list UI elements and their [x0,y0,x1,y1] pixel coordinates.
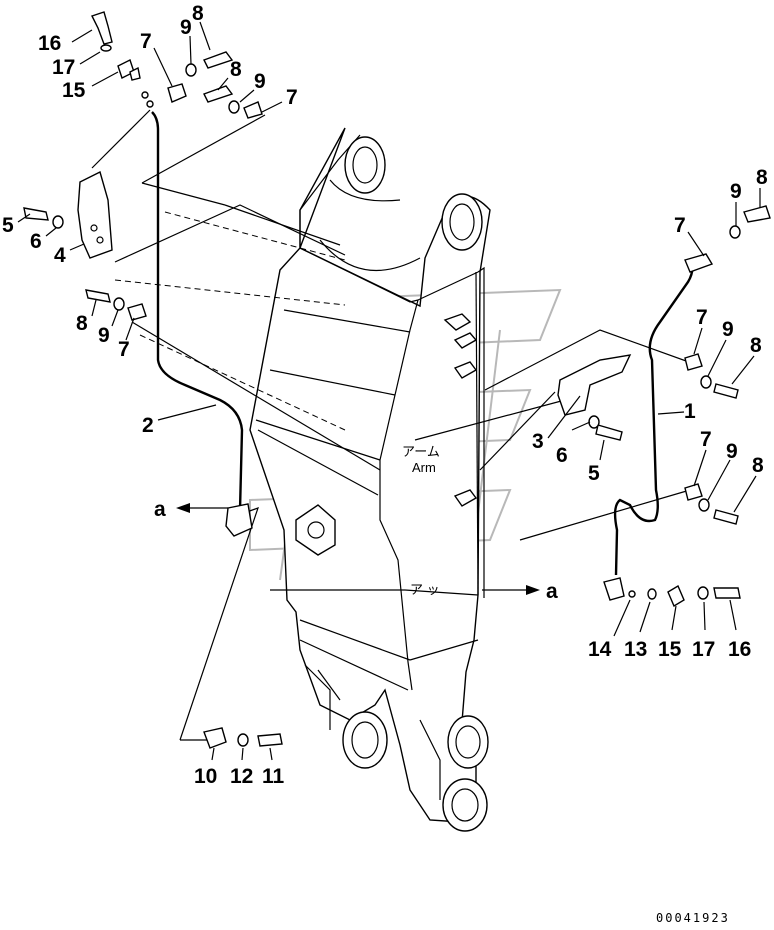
callout-8: 8 [230,58,242,81]
callout-5: 5 [588,462,600,485]
arm-label-english: Arm [412,460,436,475]
callout-17: 17 [52,56,75,79]
hardware-parts [23,11,771,749]
callout-9: 9 [730,180,742,203]
callout-9: 9 [722,318,734,341]
callout-9: 9 [98,324,110,347]
callout-7: 7 [696,306,708,329]
drawing-code: 00041923 [656,911,730,925]
callout-11: 11 [262,765,285,788]
section-arrows [176,503,540,595]
callout-8: 8 [756,166,768,189]
callout-9: 9 [254,70,266,93]
callout-4: 4 [54,244,66,267]
callout-9: 9 [726,440,738,463]
callout-12: 12 [230,765,253,788]
section-marker-right: a [546,580,558,603]
section-marker-left: a [154,498,166,521]
hose-1 [603,253,714,601]
bracket-3 [557,354,632,416]
callout-14: 14 [588,638,612,661]
leader-lines [91,109,701,741]
callout-16: 16 [728,638,751,661]
callout-15: 15 [62,79,86,102]
callout-6: 6 [30,230,42,253]
callout-9: 9 [180,16,192,39]
arm-label-japanese: アーム [402,444,440,459]
callout-leaders [17,21,761,761]
callout-17: 17 [692,638,715,661]
callout-8: 8 [76,312,88,335]
callout-8: 8 [750,334,762,357]
callout-numbers: 16 17 15 7 9 8 8 9 7 5 6 4 8 9 7 2 7 9 8… [2,2,768,788]
callout-7: 7 [140,30,152,53]
callout-3: 3 [532,430,544,453]
callout-7: 7 [674,214,686,237]
callout-5: 5 [2,214,14,237]
callout-7: 7 [700,428,712,451]
callout-1: 1 [684,400,696,423]
callout-6: 6 [556,444,568,467]
bracket-4 [77,170,113,259]
callout-7: 7 [286,86,298,109]
callout-15: 15 [658,638,682,661]
callout-16: 16 [38,32,61,55]
callout-2: 2 [142,414,154,437]
hose-2 [151,111,253,537]
arm-label: アーム Arm ア ッ [402,444,440,597]
callout-13: 13 [624,638,647,661]
callout-7: 7 [118,338,130,361]
callout-8: 8 [752,454,764,477]
small-mark: ア ッ [410,582,440,597]
arm-body [249,127,491,832]
callout-8: 8 [192,2,204,25]
callout-10: 10 [194,765,217,788]
